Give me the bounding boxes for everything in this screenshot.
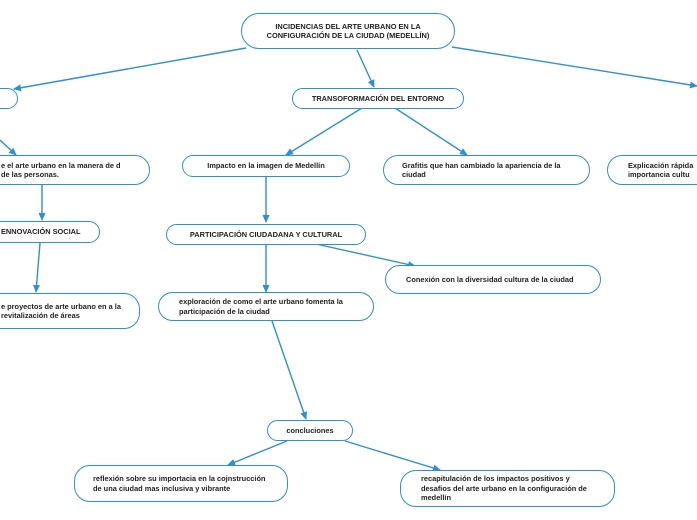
explicacion-label: Explicación rápida importancia cultu (628, 160, 694, 180)
reflexion-label: reflexión sobre su importacia en la cojn… (93, 474, 266, 493)
left-top-node[interactable] (0, 88, 18, 109)
conexion-label: Conexión con la diversidad cultura de la… (406, 274, 574, 284)
recapitulacion-label: recapitulación de los impactos positivos… (421, 474, 587, 503)
impacto-node[interactable]: Impacto en la imagen de Medellín (182, 155, 350, 177)
conclusiones-label: concluciones (286, 425, 334, 435)
innovacion-node[interactable]: ENNOVACIÓN SOCIAL (0, 221, 100, 243)
innovacion-label: ENNOVACIÓN SOCIAL (1, 227, 81, 237)
participacion-label: PARTICIPACIÓN CIUDADANA Y CULTURAL (189, 229, 343, 239)
edge-root-left (13, 47, 247, 92)
edge-left-cambio (0, 139, 17, 156)
root-label: INCIDENCIAS DEL ARTE URBANO EN LA CONFIG… (266, 21, 430, 41)
transformacion-label: TRANSOFORMACIÓN DEL ENTORNO (311, 93, 445, 103)
cambio-node[interactable]: e el arte urbano en la manera de d de la… (0, 155, 150, 185)
edge-participacion-conexion (315, 243, 416, 268)
exploracion-node[interactable]: exploración de como el arte urbano fomen… (158, 292, 374, 321)
edge-transformacion-impacto (285, 107, 363, 156)
impacto-label: Impacto en la imagen de Medellín (207, 161, 325, 171)
grafitis-node[interactable]: Grafitis que han cambiado la apariencia … (383, 155, 590, 185)
conexion-node[interactable]: Conexión con la diversidad cultura de la… (385, 265, 601, 294)
grafitis-label: Grafitis que han cambiado la apariencia … (402, 160, 561, 180)
explicacion-node[interactable]: Explicación rápida importancia cultu (607, 155, 697, 185)
edge-exploracion-conclusiones (271, 320, 308, 420)
reflexion-node[interactable]: reflexión sobre su importacia en la cojn… (74, 465, 288, 502)
edge-root-right (451, 46, 697, 89)
cambio-label: e el arte urbano en la manera de d de la… (1, 160, 121, 180)
edge-conclusiones-recapitulacion (344, 440, 441, 472)
transformacion-node[interactable]: TRANSOFORMACIÓN DEL ENTORNO (292, 88, 464, 109)
edge-root-transformacion (356, 49, 375, 88)
proyectos-label: e proyectos de arte urbano en a la revit… (1, 301, 121, 321)
proyectos-node[interactable]: e proyectos de arte urbano en a la revit… (0, 293, 140, 329)
edge-innovacion-proyectos (33, 242, 41, 293)
participacion-node[interactable]: PARTICIPACIÓN CIUDADANA Y CULTURAL (166, 224, 366, 245)
root-node[interactable]: INCIDENCIAS DEL ARTE URBANO EN LA CONFIG… (241, 13, 455, 49)
recapitulacion-node[interactable]: recapitulación de los impactos positivos… (400, 470, 615, 507)
exploracion-label: exploración de como el arte urbano fomen… (179, 297, 343, 316)
conclusiones-node[interactable]: concluciones (267, 420, 353, 441)
edge-conclusiones-reflexion (227, 440, 288, 466)
edge-transformacion-grafitis (394, 107, 468, 156)
